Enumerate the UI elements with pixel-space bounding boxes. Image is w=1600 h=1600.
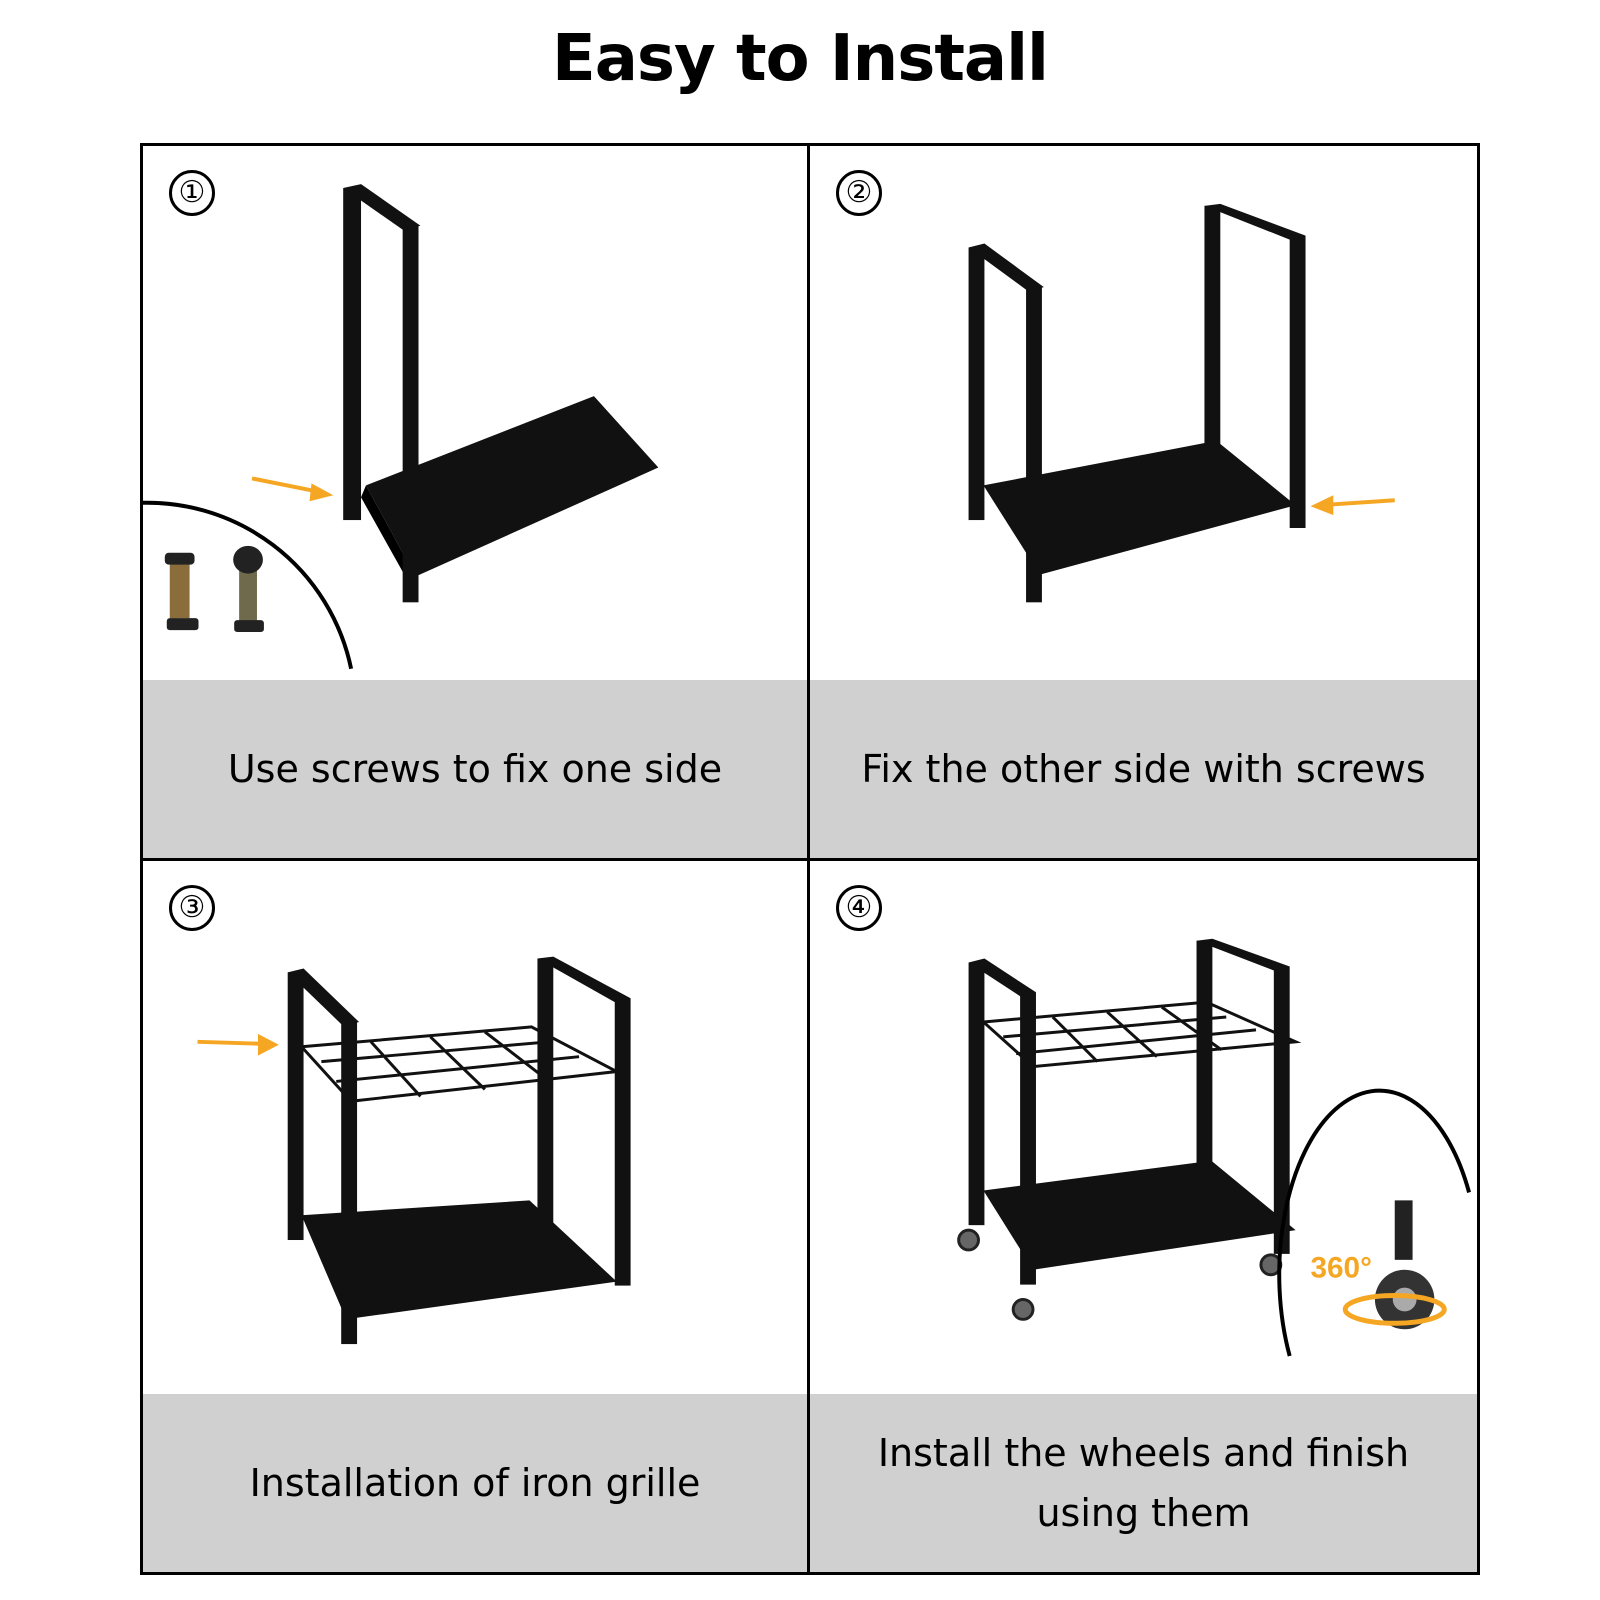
- arrow-icon: [197, 1033, 279, 1056]
- base-tray: [365, 396, 659, 577]
- arrow-icon: [251, 476, 334, 502]
- step-caption: Use screws to fix one side: [143, 680, 807, 858]
- step-4-illustration: 360°: [957, 938, 1471, 1357]
- step-caption: Install the wheels and finish using them: [810, 1394, 1477, 1572]
- step-2-illustration: [968, 203, 1395, 603]
- step-caption: Installation of iron grille: [143, 1394, 807, 1572]
- bolt-icon: [233, 545, 264, 633]
- step-number: ④: [836, 885, 882, 931]
- step-number: ②: [836, 170, 882, 216]
- step-caption: Fix the other side with screws: [810, 680, 1477, 858]
- step-4-panel: ④: [807, 858, 1480, 1575]
- step-1-panel: ①: [140, 143, 810, 861]
- step-number: ①: [169, 170, 215, 216]
- base-tray: [983, 1160, 1296, 1270]
- base-tray: [301, 1200, 617, 1320]
- step-3-panel: ③ Install: [140, 858, 810, 1575]
- side-frame: [343, 188, 362, 521]
- steps-grid: ①: [140, 143, 1480, 1575]
- screw-callout-circle: [143, 500, 354, 670]
- base-tray: [983, 440, 1296, 575]
- rotation-badge: 360°: [1310, 1252, 1371, 1285]
- caster-callout-circle: [1277, 1088, 1471, 1357]
- step-3-illustration: [197, 956, 631, 1345]
- arrow-icon: [1310, 495, 1395, 516]
- step-2-panel: ② Fix the other side with screws: [807, 143, 1480, 861]
- page-title: Easy to Install: [552, 22, 1049, 96]
- step-1-illustration: [143, 184, 659, 670]
- screw-icon: [164, 552, 199, 631]
- step-number: ③: [169, 885, 215, 931]
- iron-grille: [979, 1000, 1302, 1069]
- caster-wheel-icon: [1342, 1200, 1447, 1330]
